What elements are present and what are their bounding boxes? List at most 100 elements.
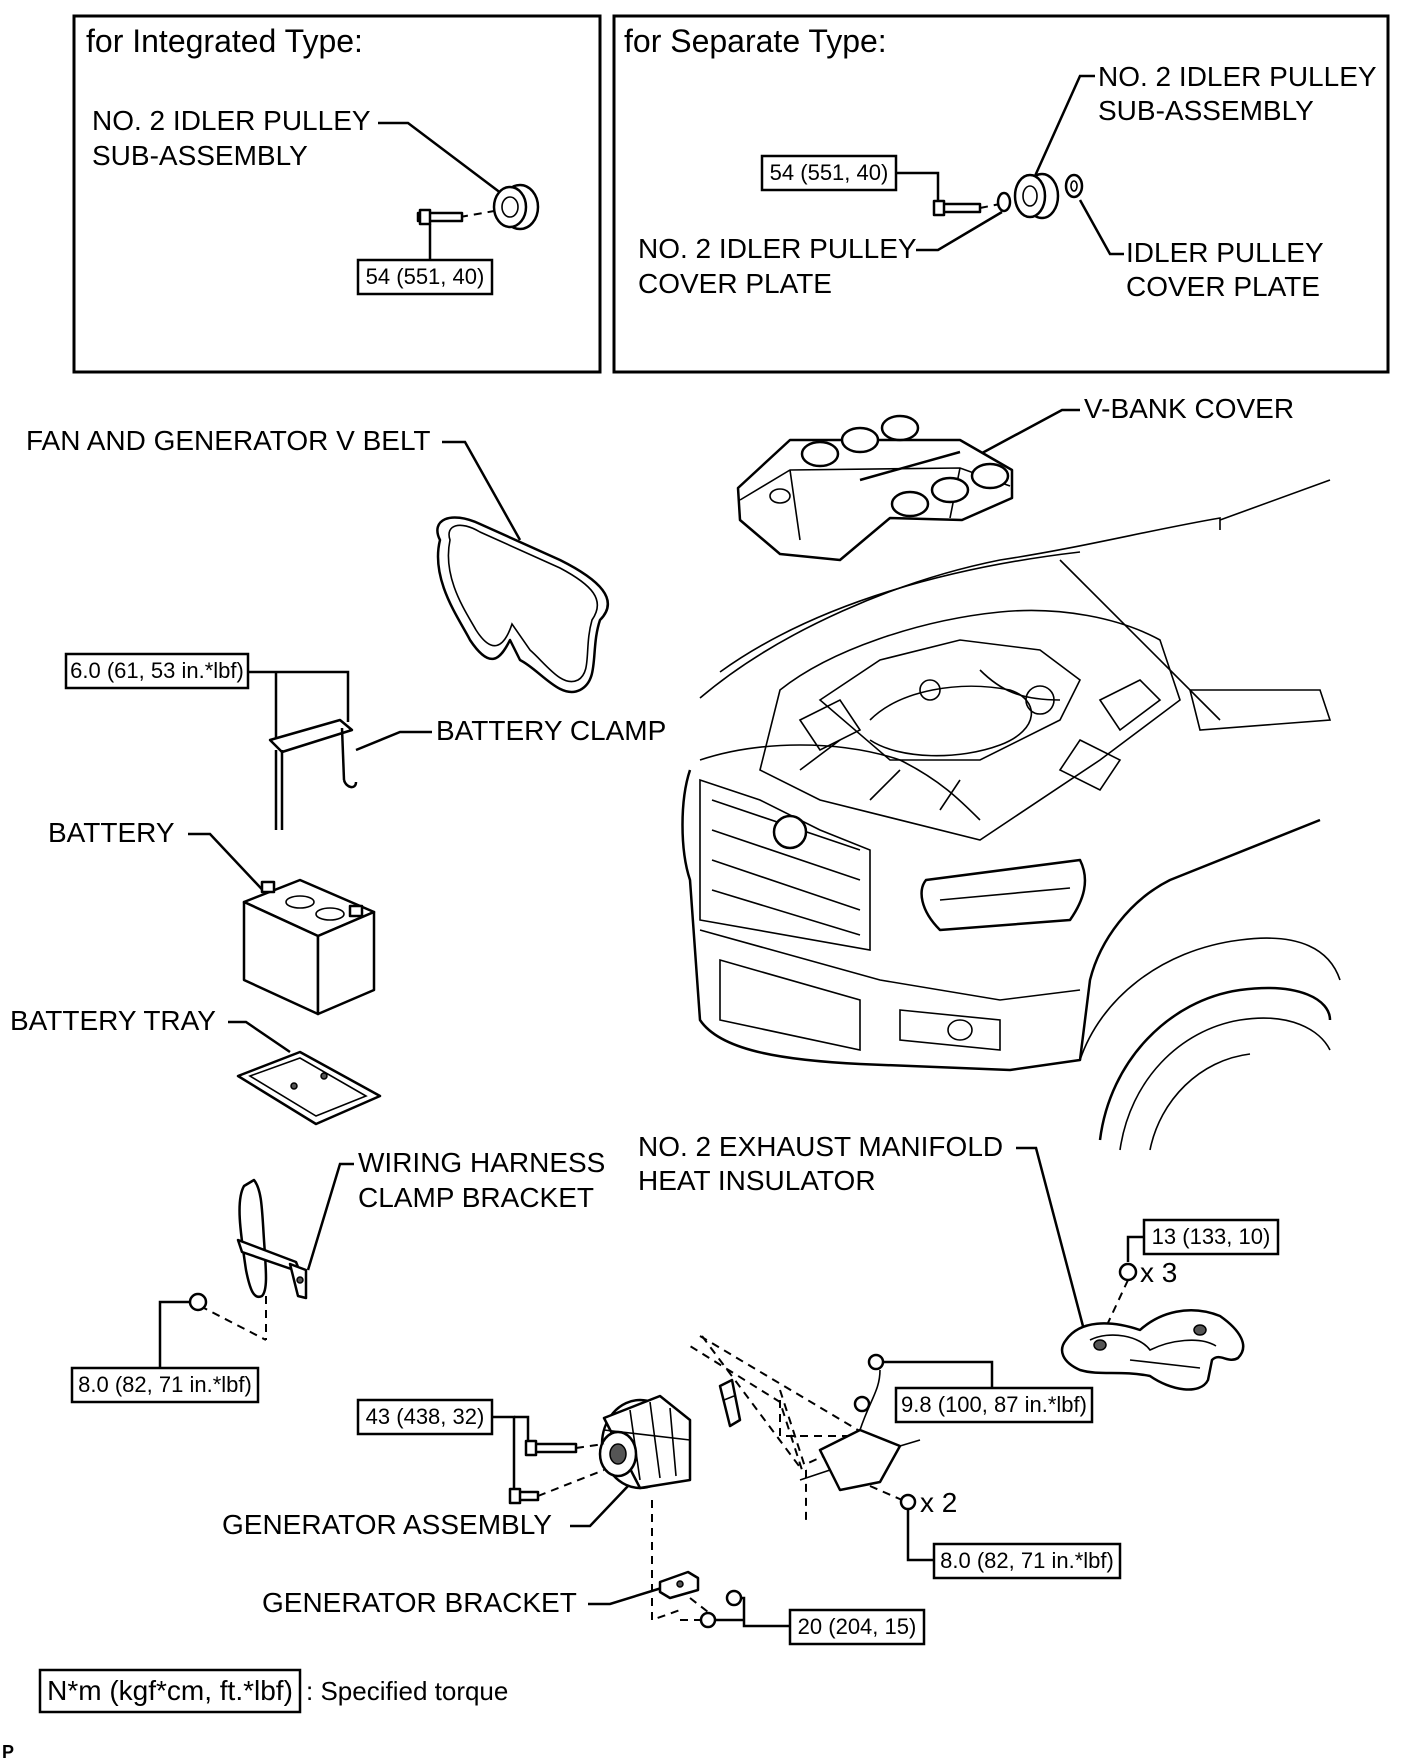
separate-torque-value: 54 (551, 40) bbox=[770, 160, 889, 185]
generator-long-bolt-icon bbox=[524, 1439, 578, 1457]
heat-insulator-torque-box bbox=[1142, 1218, 1280, 1256]
generator-bolt-count: x 2 bbox=[920, 1487, 957, 1518]
integrated-panel-frame bbox=[72, 14, 602, 374]
generator-bracket-path-a bbox=[651, 1500, 681, 1622]
integrated-type-panel: for Integrated Type: NO. 2 IDLER PULLEY … bbox=[72, 14, 602, 374]
heat-insulator-bolt-count: x 3 bbox=[1140, 1257, 1177, 1288]
legend-unit-box bbox=[38, 1668, 302, 1714]
generator-nut-torque-value: 9.8 (100, 87 in.*lbf) bbox=[901, 1392, 1087, 1417]
generator-mount-path-c bbox=[779, 1400, 870, 1437]
heat-insulator-group: NO. 2 EXHAUST MANIFOLD HEAT INSULATOR 13… bbox=[638, 1131, 1280, 1391]
wiring-bracket-torque-value: 8.0 (82, 71 in.*lbf) bbox=[78, 1372, 252, 1397]
v-belt-leader bbox=[442, 440, 522, 541]
generator-side-bolt-path bbox=[869, 1485, 903, 1501]
generator-bolts-torque-leader bbox=[906, 1510, 936, 1562]
wiring-bracket-torque-box bbox=[70, 1366, 260, 1404]
battery-clamp-torque-value: 6.0 (61, 53 in.*lbf) bbox=[70, 658, 244, 683]
integrated-panel-heading: for Integrated Type: bbox=[86, 23, 363, 59]
generator-assembly-leader bbox=[570, 1485, 629, 1528]
generator-bracket-path-c bbox=[689, 1597, 709, 1613]
integrated-torque-box bbox=[356, 258, 494, 296]
integrated-idler-pulley-icon bbox=[492, 183, 540, 231]
generator-group: 43 (438, 32) 9.8 (100, 87 in.*lbf) x 2 bbox=[222, 1335, 1122, 1622]
generator-nut-icon bbox=[867, 1353, 885, 1371]
separate-panel-frame bbox=[612, 14, 1390, 374]
battery-clamp-leader bbox=[355, 730, 432, 752]
generator-assembly-icon bbox=[598, 1394, 692, 1490]
no2-cover-plate-leader bbox=[916, 210, 1003, 252]
separate-pulley-label-line2: SUB-ASSEMBLY bbox=[1098, 95, 1314, 126]
generator-torque-leader-a bbox=[492, 1415, 516, 1490]
generator-long-bolt-path bbox=[575, 1443, 605, 1449]
battery-clamp-group: 6.0 (61, 53 in.*lbf) BATTERY CLAMP bbox=[64, 652, 666, 830]
generator-bracket-bolt-a-icon bbox=[725, 1589, 743, 1607]
idler-cover-plate-label-line1: IDLER PULLEY bbox=[1126, 237, 1324, 268]
idler-cover-plate-label-line2: COVER PLATE bbox=[1126, 271, 1320, 302]
idler-cover-plate-leader bbox=[1078, 199, 1124, 256]
separate-torque-leader bbox=[896, 171, 940, 210]
generator-bracket-label: GENERATOR BRACKET bbox=[262, 1587, 577, 1618]
battery-tray-icon bbox=[236, 1050, 382, 1126]
no2-cover-plate-icon bbox=[996, 191, 1012, 213]
separate-pulley-label-line1: NO. 2 IDLER PULLEY bbox=[1098, 61, 1377, 92]
heat-insulator-torque-leader bbox=[1126, 1235, 1144, 1262]
generator-wire-icon bbox=[718, 1378, 742, 1428]
v-bank-cover-leader bbox=[957, 408, 1080, 468]
heat-insulator-label-line1: NO. 2 EXHAUST MANIFOLD bbox=[638, 1131, 1003, 1162]
heat-insulator-torque-value: 13 (133, 10) bbox=[1152, 1224, 1271, 1249]
separate-pulley-leader bbox=[1033, 74, 1095, 177]
torque-legend: N*m (kgf*cm, ft.*lbf) : Specified torque bbox=[38, 1668, 508, 1714]
separate-bolt-path bbox=[979, 203, 1001, 209]
heat-insulator-icon bbox=[1060, 1309, 1245, 1391]
v-belt-icon bbox=[436, 516, 610, 694]
integrated-bolt-path bbox=[459, 209, 501, 218]
battery-clamp-torque-leader bbox=[248, 670, 350, 722]
separate-bolt-icon bbox=[932, 199, 982, 217]
integrated-pulley-leader bbox=[378, 121, 511, 201]
wiring-bracket-leader bbox=[306, 1162, 354, 1271]
integrated-bolt-icon bbox=[416, 208, 464, 226]
separate-panel-heading: for Separate Type: bbox=[624, 23, 887, 59]
generator-bracket-torque-value: 20 (204, 15) bbox=[798, 1614, 917, 1639]
battery-group: BATTERY bbox=[48, 817, 376, 1016]
generator-bolts-torque-box bbox=[932, 1542, 1122, 1580]
vehicle-front-illustration bbox=[681, 479, 1341, 1151]
battery-tray-group: BATTERY TRAY bbox=[10, 1005, 382, 1126]
v-belt-group: FAN AND GENERATOR V BELT bbox=[26, 425, 610, 694]
heat-insulator-leader bbox=[1016, 1146, 1086, 1331]
wiring-bracket-group: WIRING HARNESS CLAMP BRACKET 8.0 (82, 71… bbox=[70, 1147, 605, 1404]
generator-short-bolt-path bbox=[537, 1469, 605, 1497]
wiring-harness-icon bbox=[236, 1178, 308, 1300]
generator-bracket-leader bbox=[588, 1584, 669, 1606]
wiring-bracket-torque-leader bbox=[158, 1300, 190, 1370]
integrated-torque-value: 54 (551, 40) bbox=[366, 264, 485, 289]
idler-cover-plate-icon bbox=[1064, 173, 1084, 199]
generator-bolts-torque-value: 8.0 (82, 71 in.*lbf) bbox=[940, 1548, 1114, 1573]
generator-bracket-group: GENERATOR BRACKET 20 (204, 15) bbox=[262, 1570, 926, 1646]
battery-clamp-label: BATTERY CLAMP bbox=[436, 715, 666, 746]
v-bank-cover-icon bbox=[736, 414, 1014, 562]
battery-clamp-torque-box bbox=[64, 652, 250, 690]
battery-label: BATTERY bbox=[48, 817, 175, 848]
generator-torque-box bbox=[356, 1398, 494, 1436]
generator-mount-path-a bbox=[689, 1335, 803, 1471]
no2-cover-plate-label-line1: NO. 2 IDLER PULLEY bbox=[638, 233, 917, 264]
integrated-pulley-label-line1: NO. 2 IDLER PULLEY bbox=[92, 105, 371, 136]
no2-cover-plate-label-line2: COVER PLATE bbox=[638, 268, 832, 299]
generator-nut-torque-box bbox=[894, 1386, 1094, 1424]
generator-torque-value: 43 (438, 32) bbox=[366, 1404, 485, 1429]
battery-tray-leader bbox=[228, 1020, 291, 1054]
battery-tray-label: BATTERY TRAY bbox=[10, 1005, 216, 1036]
legend-description: : Specified torque bbox=[306, 1676, 508, 1706]
generator-bracket-torque-box bbox=[788, 1608, 926, 1646]
battery-clamp-icon bbox=[268, 718, 358, 830]
separate-torque-box bbox=[760, 154, 898, 192]
v-bank-cover-group: V-BANK COVER bbox=[736, 393, 1294, 562]
wiring-bracket-label-line2: CLAMP BRACKET bbox=[358, 1182, 594, 1213]
generator-side-bolt-icon bbox=[899, 1493, 917, 1511]
wiring-bracket-label-line1: WIRING HARNESS bbox=[358, 1147, 605, 1178]
generator-bracket-torque-leader bbox=[742, 1596, 790, 1628]
wiring-bracket-path-d bbox=[199, 1305, 267, 1341]
separate-idler-pulley-icon bbox=[1013, 172, 1060, 220]
